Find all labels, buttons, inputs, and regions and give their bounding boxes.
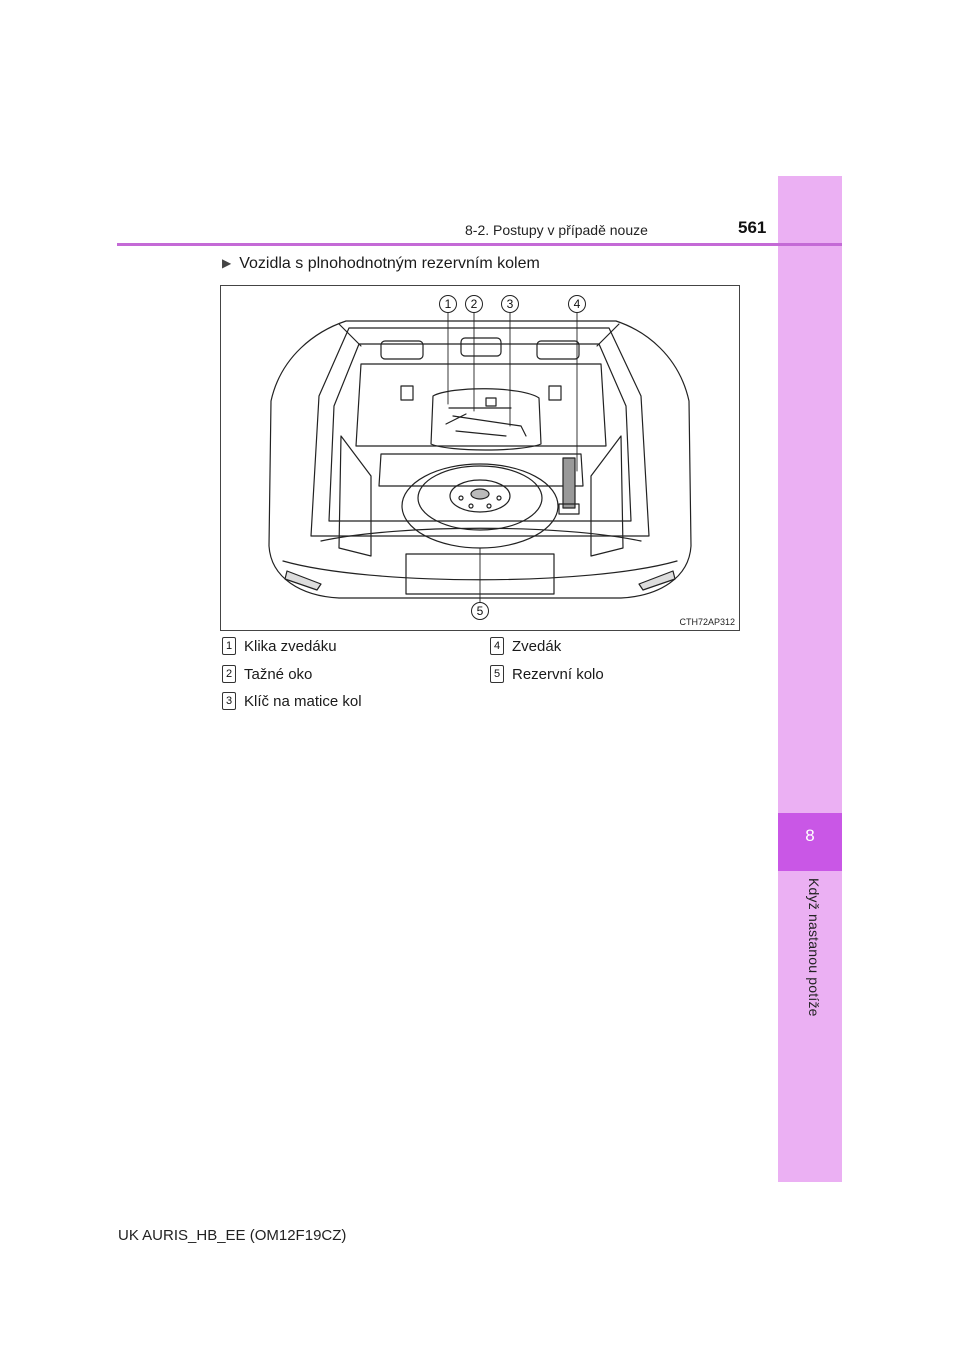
header-divider [117,243,842,246]
legend-label: Klíč na matice kol [244,692,362,710]
legend-item-3: 3 Klíč na matice kol [222,692,362,710]
callout-1: 1 [439,295,457,313]
legend-label: Klika zvedáku [244,637,337,655]
section-title: 8-2. Postupy v případě nouze [465,222,648,238]
chapter-title: Když nastanou potíže [806,878,822,1017]
callout-5: 5 [471,602,489,620]
legend-item-4: 4 Zvedák [490,637,561,655]
legend-label: Rezervní kolo [512,665,604,683]
legend-number: 5 [490,665,504,683]
figure-code: CTH72AP312 [679,617,735,627]
triangle-bullet-icon: ▶ [222,256,232,270]
legend-item-2: 2 Tažné oko [222,665,312,683]
legend-item-1: 1 Klika zvedáku [222,637,337,655]
callout-2: 2 [465,295,483,313]
callout-4: 4 [568,295,586,313]
section-heading-text: Vozidla s plnohodnotným rezervním kolem [239,255,540,272]
legend-number: 1 [222,637,236,655]
section-heading: ▶ Vozidla s plnohodnotným rezervním kolem [222,255,540,273]
legend-number: 4 [490,637,504,655]
legend-number: 2 [222,665,236,683]
legend-label: Zvedák [512,637,562,655]
legend-number: 3 [222,692,236,710]
chapter-side-tab [778,176,842,1182]
legend-label: Tažné oko [244,665,313,683]
page-number: 561 [738,218,767,237]
trunk-illustration: 1 2 3 4 5 CTH72AP312 [220,285,740,631]
document-footer: UK AURIS_HB_EE (OM12F19CZ) [118,1227,347,1244]
trunk-drawing [268,311,692,603]
chapter-number: 8 [805,826,815,845]
legend-item-5: 5 Rezervní kolo [490,665,604,683]
chapter-tab-marker [778,813,842,871]
callout-3: 3 [501,295,519,313]
